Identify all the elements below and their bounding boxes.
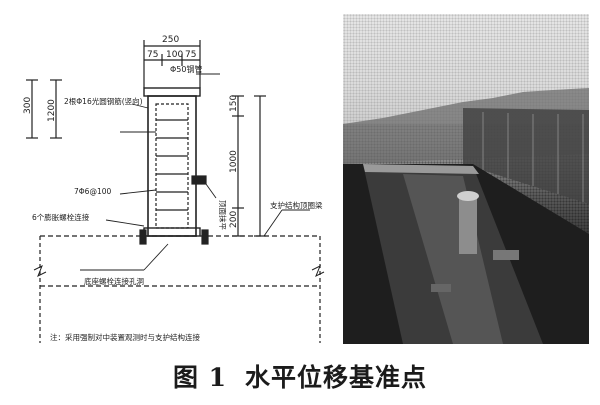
dim-top-width: 250 [162, 35, 179, 45]
dim-top-part: 75 [185, 50, 196, 60]
label-top-plate: Φ50钢管 [170, 64, 202, 74]
dim-left-a: 300 [23, 97, 33, 114]
caption-label: 图 1 [172, 363, 228, 392]
label-pipe-note: 2根Φ16光圆钢筋(竖向) [64, 96, 143, 106]
engineering-drawing: 250 75 100 75 300 1200 150 1000 200 Φ50钢… [23, 35, 325, 343]
anchor-bolt-right [201, 229, 209, 245]
site-photo-icon [343, 14, 589, 344]
top-plate [143, 87, 201, 97]
label-right-note: 顶面抹平 [218, 200, 228, 230]
label-bottom-note: 底座螺栓连接孔洞 [84, 276, 144, 286]
label-embed-note: 6个膨胀螺栓连接 [32, 212, 90, 222]
dim-right-part: 1000 [229, 150, 239, 173]
label-footnote: 注：采用强制对中装置观测时与支护结构连接 [50, 332, 200, 342]
base-plate [143, 227, 201, 237]
dim-top-part: 75 [147, 50, 158, 60]
dim-top-part: 100 [166, 50, 183, 60]
figure-caption: 图 1 水平位移基准点 [0, 358, 600, 394]
dim-left-b: 1200 [47, 99, 57, 122]
caption-title: 水平位移基准点 [245, 363, 428, 392]
embed-plate [191, 175, 207, 185]
label-right-note2: 支护结构顶圈梁 [270, 200, 323, 210]
anchor-bolt-left [139, 229, 147, 245]
dim-right-part: 150 [229, 95, 239, 112]
label-rebar-note: 7Φ6@100 [74, 187, 111, 196]
pillar-outline [147, 95, 197, 237]
site-photo [343, 14, 589, 344]
dim-right-part: 200 [229, 211, 239, 228]
